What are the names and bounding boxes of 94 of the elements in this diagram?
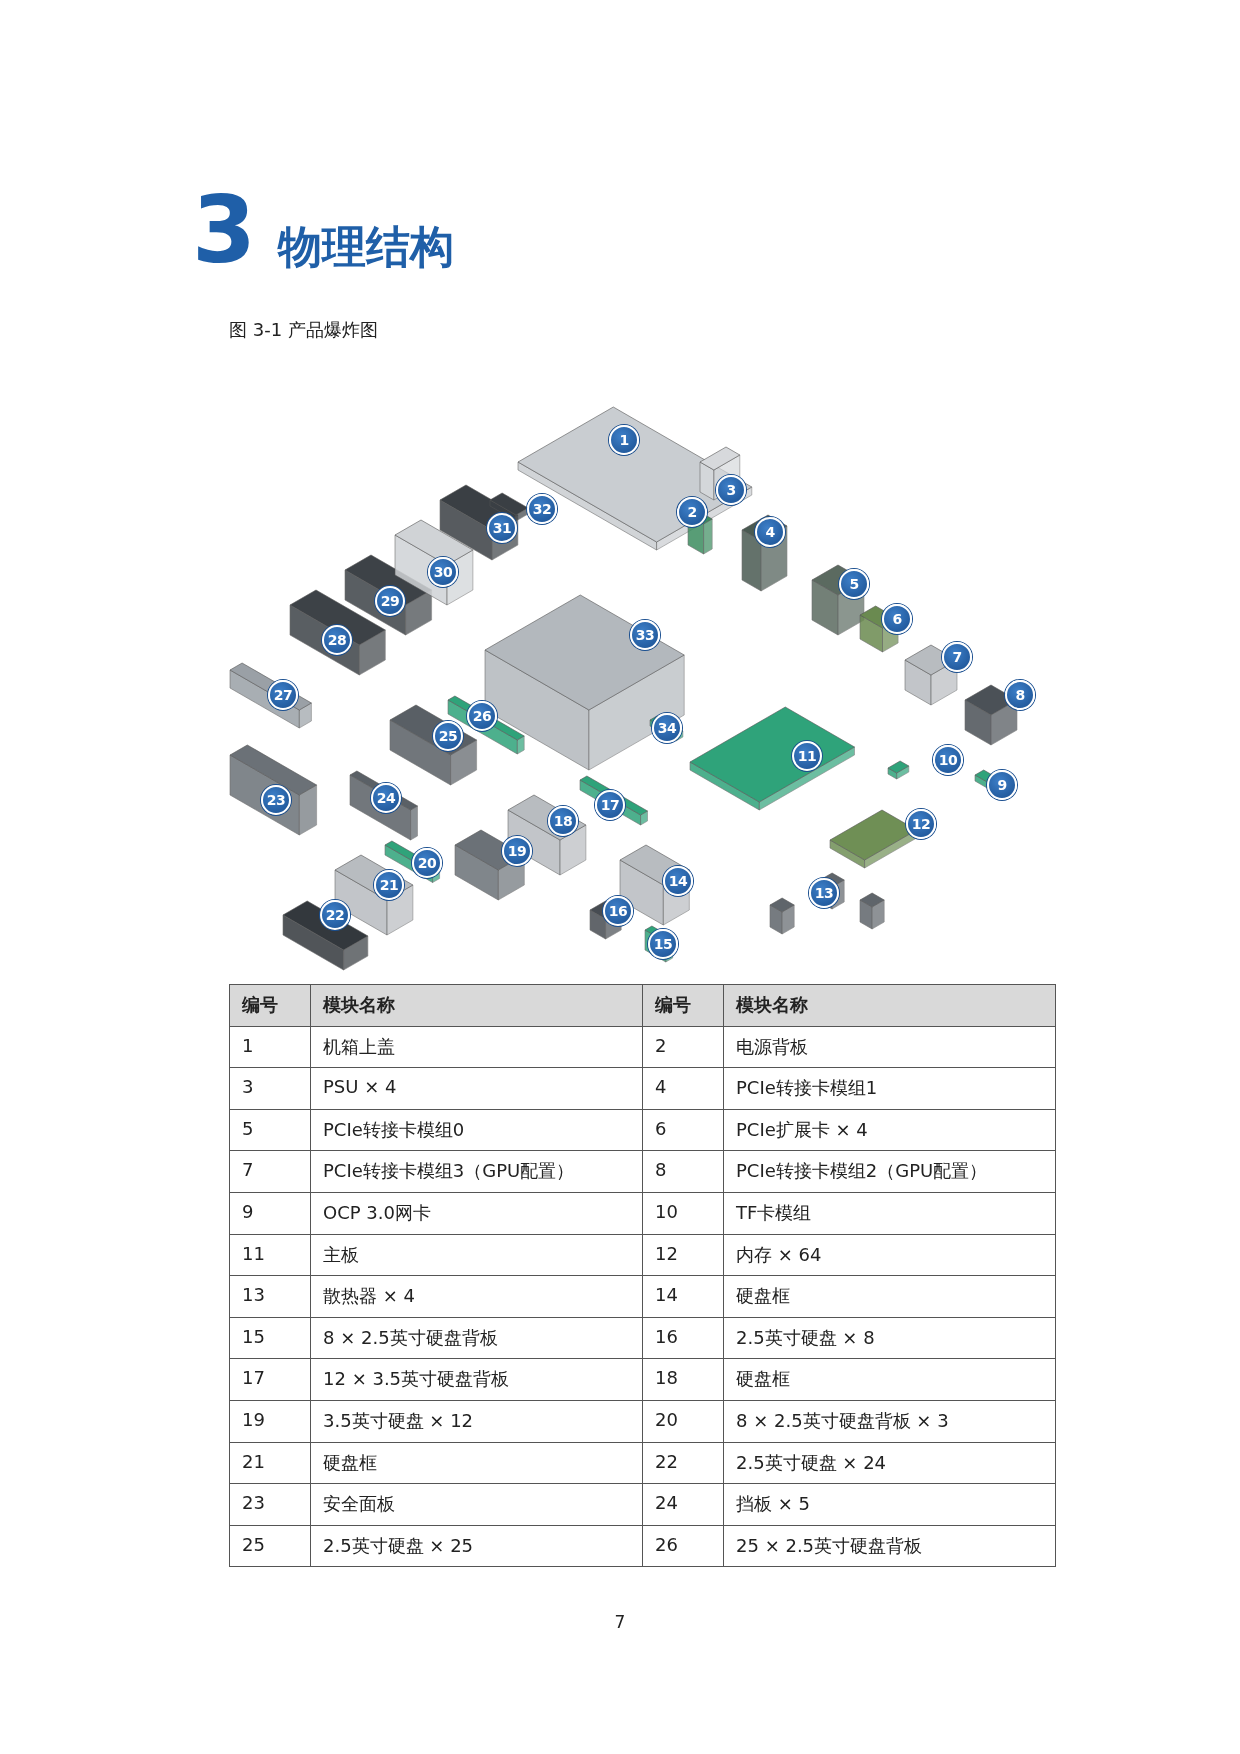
callout-number: 17: [595, 790, 625, 820]
callout-number: 6: [882, 604, 912, 634]
callout-number: 13: [809, 878, 839, 908]
callout-number: 4: [755, 517, 785, 547]
module-name: PCIe扩展卡 × 4: [724, 1109, 1056, 1152]
item-number: 8: [643, 1151, 724, 1193]
callout-number: 27: [268, 680, 298, 710]
module-name: 散热器 × 4: [311, 1276, 643, 1318]
module-name: PCIe转接卡模组3（GPU配置）: [311, 1151, 643, 1193]
callout-number: 18: [548, 806, 578, 836]
item-number: 10: [643, 1192, 724, 1235]
module-name: 挡板 × 5: [724, 1484, 1056, 1526]
item-number: 24: [643, 1484, 724, 1526]
item-number: 5: [230, 1109, 311, 1152]
item-number: 2: [643, 1026, 724, 1069]
item-number: 14: [643, 1276, 724, 1318]
callout-number: 20: [412, 848, 442, 878]
module-name: OCP 3.0网卡: [311, 1192, 643, 1235]
module-name: 硬盘框: [311, 1442, 643, 1485]
callout-number: 33: [630, 620, 660, 650]
callout-number: 31: [487, 513, 517, 543]
module-name: 12 × 3.5英寸硬盘背板: [311, 1359, 643, 1401]
callout-number: 5: [839, 569, 869, 599]
item-number: 9: [230, 1192, 311, 1235]
callout-number: 25: [433, 721, 463, 751]
item-number: 6: [643, 1109, 724, 1152]
callout-number: 15: [648, 929, 678, 959]
module-name: 2.5英寸硬盘 × 8: [724, 1317, 1056, 1360]
module-name: 8 × 2.5英寸硬盘背板: [311, 1317, 643, 1360]
callout-number: 10: [933, 745, 963, 775]
module-name: PCIe转接卡模组1: [724, 1068, 1056, 1110]
module-name: 2.5英寸硬盘 × 25: [311, 1525, 643, 1568]
module-name: 机箱上盖: [311, 1026, 643, 1069]
callout-number: 34: [652, 713, 682, 743]
item-number: 1: [230, 1026, 311, 1069]
column-header: 模块名称: [311, 985, 643, 1027]
callout-number: 30: [428, 557, 458, 587]
item-number: 19: [230, 1400, 311, 1443]
module-name: 3.5英寸硬盘 × 12: [311, 1400, 643, 1443]
module-name: TF卡模组: [724, 1192, 1056, 1235]
column-header: 编号: [643, 985, 724, 1027]
item-number: 15: [230, 1317, 311, 1360]
module-name: PCIe转接卡模组0: [311, 1109, 643, 1152]
callout-number: 19: [502, 836, 532, 866]
callout-number: 8: [1005, 680, 1035, 710]
item-number: 4: [643, 1068, 724, 1110]
callout-number: 16: [603, 896, 633, 926]
figure-caption: 图 3-1 产品爆炸图: [229, 318, 378, 342]
item-number: 26: [643, 1525, 724, 1568]
callout-number: 1: [609, 425, 639, 455]
callout-number: 11: [792, 741, 822, 771]
module-name: 安全面板: [311, 1484, 643, 1526]
callout-number: 7: [942, 642, 972, 672]
module-name: PCIe转接卡模组2（GPU配置）: [724, 1151, 1056, 1193]
item-number: 16: [643, 1317, 724, 1360]
callout-number: 23: [261, 785, 291, 815]
callout-number: 21: [374, 870, 404, 900]
item-number: 7: [230, 1151, 311, 1193]
item-number: 3: [230, 1068, 311, 1110]
item-number: 21: [230, 1442, 311, 1485]
callout-number: 28: [322, 625, 352, 655]
item-number: 25: [230, 1525, 311, 1568]
column-header: 模块名称: [724, 985, 1056, 1027]
module-name: 8 × 2.5英寸硬盘背板 × 3: [724, 1400, 1056, 1443]
chapter-title: 物理结构: [278, 220, 454, 274]
module-name: 25 × 2.5英寸硬盘背板: [724, 1525, 1056, 1568]
item-number: 13: [230, 1276, 311, 1318]
column-header: 编号: [230, 985, 311, 1027]
module-name: 硬盘框: [724, 1276, 1056, 1318]
callout-number: 9: [987, 770, 1017, 800]
callout-number: 32: [527, 494, 557, 524]
item-number: 20: [643, 1400, 724, 1443]
callout-number: 12: [906, 809, 936, 839]
chapter-number: 3: [192, 185, 256, 277]
callout-number: 24: [371, 783, 401, 813]
module-name: 内存 × 64: [724, 1234, 1056, 1277]
item-number: 17: [230, 1359, 311, 1401]
module-name: 硬盘框: [724, 1359, 1056, 1401]
item-number: 22: [643, 1442, 724, 1485]
module-name: PSU × 4: [311, 1068, 643, 1110]
callout-number: 3: [716, 475, 746, 505]
callout-number: 29: [375, 586, 405, 616]
module-name: 电源背板: [724, 1026, 1056, 1069]
item-number: 18: [643, 1359, 724, 1401]
item-number: 12: [643, 1234, 724, 1277]
callout-number: 22: [320, 900, 350, 930]
callout-number: 2: [677, 497, 707, 527]
module-name: 2.5英寸硬盘 × 24: [724, 1442, 1056, 1485]
callout-number: 14: [663, 866, 693, 896]
callout-number: 26: [467, 701, 497, 731]
item-number: 23: [230, 1484, 311, 1526]
page-number: 7: [614, 1612, 626, 1632]
module-name: 主板: [311, 1234, 643, 1277]
item-number: 11: [230, 1234, 311, 1277]
